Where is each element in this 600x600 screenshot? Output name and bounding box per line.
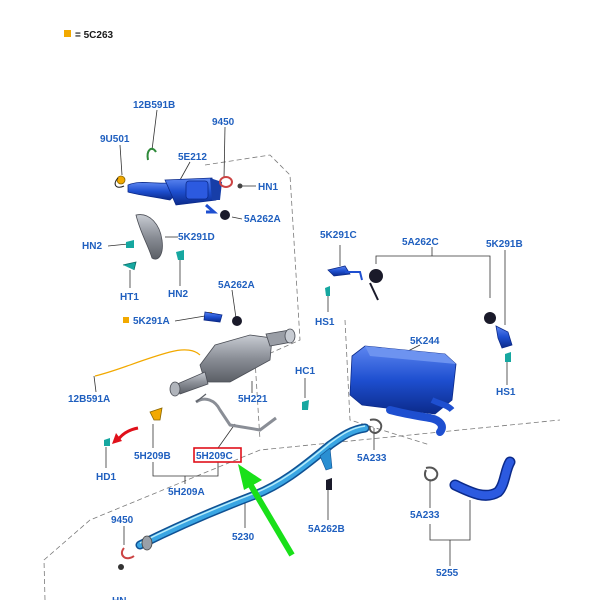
- legend-text: = 5C263: [75, 30, 114, 41]
- heat-shield-5K291D: [135, 214, 163, 260]
- insulator-5A262B: [326, 478, 332, 490]
- insulator-5A262C-left: [369, 269, 383, 283]
- insulator-5A262A-top: [220, 210, 230, 220]
- sensor-12B591B: [146, 147, 157, 161]
- label-HN-partial: HN: [112, 596, 126, 600]
- insulator-5A262A-mid: [232, 316, 242, 326]
- converter-5H221: [169, 328, 296, 397]
- stud-HT1: [122, 261, 137, 271]
- clamp-5A233-bottom: [424, 466, 439, 482]
- label-5H209A: 5H209A: [168, 487, 205, 498]
- stud-HS1-right: [505, 352, 511, 362]
- bracket-5K291A: [203, 311, 223, 323]
- label-5A262B: 5A262B: [308, 524, 345, 535]
- label-5K291D: 5K291D: [178, 232, 215, 243]
- leader-lines: [93, 109, 508, 566]
- label-5K291B: 5K291B: [486, 239, 523, 250]
- label-5A233-mid: 5A233: [357, 453, 387, 464]
- muffler-5K244: [349, 345, 457, 436]
- bracket-5H209B: [149, 407, 163, 421]
- fastener-HD1: [104, 438, 110, 446]
- label-5A233-bottom: 5A233: [410, 510, 440, 521]
- heat-shield-5H209C: [195, 397, 277, 432]
- nut-HN2-left: [126, 240, 134, 248]
- label-5A262C: 5A262C: [402, 237, 439, 248]
- label-HN2-left: HN2: [82, 241, 102, 252]
- sensor-12B591A: [94, 349, 201, 377]
- red-arrow: [116, 426, 139, 441]
- label-5H209B: 5H209B: [134, 451, 171, 462]
- green-arrow: [247, 482, 295, 557]
- assembly-outline: [43, 154, 561, 600]
- gasket-9450-bottom: [120, 547, 135, 560]
- label-9450-top: 9450: [212, 117, 235, 128]
- nut-HN2-bottom: [176, 250, 184, 260]
- flange-9450-bottom: [141, 535, 153, 551]
- label-HC1: HC1: [295, 366, 315, 377]
- label-HD1: HD1: [96, 472, 116, 483]
- clamp-5A233-mid: [368, 418, 383, 434]
- catalytic-converter-5E212: [127, 177, 222, 206]
- highlight-box-5H209C: [193, 447, 242, 463]
- label-5K244: 5K244: [410, 336, 440, 347]
- label-5E212: 5E212: [178, 152, 207, 163]
- label-5230: 5230: [232, 532, 255, 543]
- clip-HC1: [302, 400, 309, 410]
- label-9U501: 9U501: [100, 134, 130, 145]
- label-5A262A-mid: 5A262A: [218, 280, 255, 291]
- legend-marker: [64, 30, 71, 37]
- label-12B591A: 12B591A: [68, 394, 110, 405]
- label-HS1-left: HS1: [315, 317, 335, 328]
- stud-HS1-left: [325, 286, 330, 296]
- label-HT1: HT1: [120, 292, 139, 303]
- label-5A262A-top: 5A262A: [244, 214, 281, 225]
- gasket-9450-top: [219, 176, 233, 188]
- label-HN2-bottom: HN2: [168, 289, 188, 300]
- label-5K291C: 5K291C: [320, 230, 357, 241]
- hanger-5K291C: [327, 265, 351, 277]
- marker-5K291A: [123, 317, 129, 323]
- sensor-9U501: [116, 175, 126, 185]
- hanger-5K291B: [495, 325, 513, 349]
- insulator-5A262C-right: [484, 312, 496, 324]
- label-12B591B: 12B591B: [133, 100, 175, 111]
- label-5H209C: 5H209C: [196, 451, 233, 462]
- label-9450-bottom: 9450: [111, 515, 134, 526]
- label-HS1-right: HS1: [496, 387, 516, 398]
- label-5H221: 5H221: [238, 394, 268, 405]
- label-5K291A: 5K291A: [133, 316, 170, 327]
- label-HN1: HN1: [258, 182, 278, 193]
- nut-HN1: [237, 183, 243, 189]
- label-5255: 5255: [436, 568, 459, 579]
